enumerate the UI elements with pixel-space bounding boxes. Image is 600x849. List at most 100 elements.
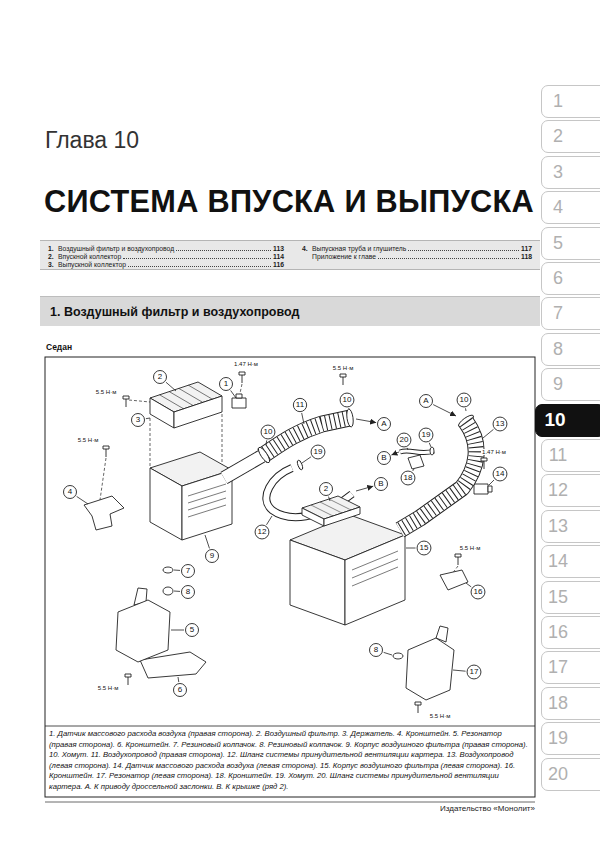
air-filter-housing: [182, 470, 232, 540]
callout-ring: [206, 550, 219, 563]
leader-line: [465, 408, 466, 411]
air-filter-element: [188, 385, 212, 399]
callout-number: 20: [400, 436, 409, 444]
callout-leaders: [64, 371, 507, 697]
torque-value: 5.5 Н·м: [459, 545, 481, 551]
leader-line: [453, 670, 466, 671]
callout-ring: [220, 378, 233, 391]
torque-value: 5.5 Н·м: [95, 389, 117, 395]
air-filter-housing: [188, 505, 226, 517]
air-filter-housing-left: [324, 507, 360, 526]
chapter-tab: 11: [541, 439, 600, 472]
callout-number: 1: [224, 380, 228, 388]
mass-air-flow-sensor: [232, 398, 246, 408]
tab-number: 20: [546, 764, 570, 785]
tab-number: 16: [546, 622, 570, 643]
callout-ring: [397, 433, 411, 447]
dot-leader: [128, 265, 271, 267]
variant-label: Седан: [46, 343, 72, 352]
leader-line: [348, 408, 349, 410]
contents-entry: Впускной коллектор: [58, 253, 121, 261]
callout-number: 2: [324, 485, 328, 493]
chapter-tab: 12: [541, 474, 600, 507]
air-filter-element: [160, 395, 184, 409]
contents-entry: Воздушный фильтр и воздухопровод: [58, 245, 174, 253]
page-number: 117: [521, 245, 532, 253]
dot-leader: [123, 257, 271, 259]
leader-line: [174, 591, 180, 592]
resonator: [116, 600, 170, 662]
chapter-tab: 9: [541, 368, 600, 401]
bolt: [125, 674, 131, 677]
air-filter-element: [179, 388, 203, 402]
callout-number: 4: [68, 488, 72, 496]
callout-ring: [493, 417, 507, 431]
tab-number: 2: [546, 126, 570, 147]
air-filter-element: [169, 392, 193, 406]
air-filter-housing-left: [345, 535, 405, 625]
callout-ring: [186, 624, 199, 637]
callout-ring: [417, 541, 431, 555]
air-filter-housing-left: [290, 496, 405, 625]
contents-row: 3.Выпускной коллектор 116: [48, 261, 284, 269]
breather-hose: [400, 451, 434, 453]
air-filter-housing-left: [352, 551, 398, 570]
tab-number: 17: [546, 657, 570, 678]
bracket: [440, 570, 468, 590]
callout-number: 8: [374, 646, 378, 654]
air-duct-right: [262, 418, 350, 456]
callout-ring: [320, 483, 333, 496]
hose-clamp: [256, 446, 271, 464]
callout-number: 6: [178, 686, 182, 694]
callout-ring: [132, 414, 145, 427]
tab-number: 18: [546, 693, 570, 714]
air-filter-element: [160, 385, 213, 409]
leader-line: [266, 440, 268, 445]
dot-leader: [378, 257, 519, 259]
direction-arrow: [356, 486, 373, 491]
assembly-guide: [100, 458, 106, 500]
tab-number: 10: [540, 409, 570, 431]
air-filter-housing-left: [302, 508, 324, 526]
chapter-tab: 10: [535, 404, 600, 437]
leader-line: [146, 418, 150, 420]
callout-ring: [493, 467, 507, 481]
bolt: [106, 449, 107, 457]
bolt: [128, 677, 129, 685]
air-filter-housing-left: [352, 559, 398, 578]
bolt: [340, 374, 346, 377]
contents-row: Приложение к главе118: [302, 253, 532, 261]
air-duct-right: [262, 418, 350, 456]
contents-row: 1.Воздушный фильтр и воздухопровод113: [48, 245, 284, 253]
small-clamp: [296, 460, 303, 471]
air-filter-element: [174, 396, 222, 428]
callout-ring: [375, 478, 388, 491]
callout-ring: [182, 586, 195, 599]
tab-number: 1: [546, 91, 570, 112]
rubber-cap: [163, 567, 403, 659]
leader-line: [429, 443, 431, 447]
bolt: [239, 372, 245, 383]
air-filter-housing-left: [290, 540, 345, 625]
tab-number: 12: [546, 480, 570, 501]
tab-number: 4: [546, 197, 570, 218]
contents-entry: Выпускная труба и глушитель: [312, 245, 406, 253]
caption-rule: [45, 726, 535, 727]
bolt: [455, 554, 461, 565]
tab-number: 6: [546, 268, 570, 289]
contents-number: 3.: [48, 261, 58, 269]
assembly-guide: [129, 400, 150, 402]
callout-ring: [378, 418, 391, 431]
callout-ring: [174, 684, 187, 697]
leader-line: [178, 677, 180, 682]
callout-number: 17: [470, 668, 479, 676]
housing-outlet: [224, 456, 262, 478]
contents-entry: Выпускной коллектор: [58, 261, 126, 269]
housing-outlet: [224, 456, 262, 478]
torque-value: 5.5 Н·м: [332, 365, 354, 371]
contents-number: 1.: [48, 245, 58, 253]
direction-arrow: [433, 405, 456, 416]
tab-number: 19: [546, 728, 570, 749]
page-number: 116: [273, 261, 284, 269]
mass-air-flow-sensor: [488, 486, 492, 492]
